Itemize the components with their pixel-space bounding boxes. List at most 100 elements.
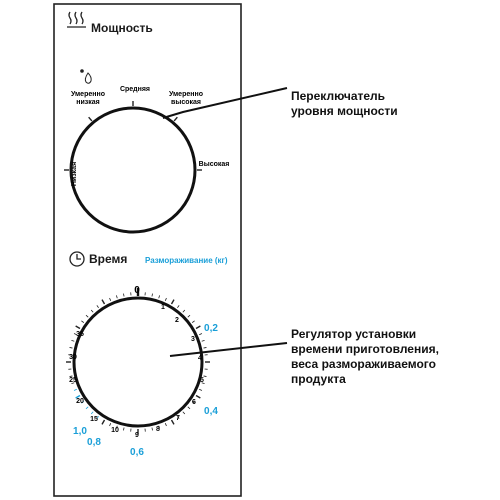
timer-scale-tick bbox=[81, 401, 85, 404]
minute-label-15: 15 bbox=[90, 416, 98, 423]
timer-scale-tick bbox=[201, 339, 205, 342]
defrost-label-0-8: 0,8 bbox=[87, 437, 101, 448]
timer-scale-tick bbox=[71, 382, 75, 385]
defrost-label-1-0: 1,0 bbox=[73, 426, 87, 437]
timer-scale-tick bbox=[151, 427, 153, 431]
timer-scale-tick bbox=[195, 325, 201, 330]
minute-label-8: 8 bbox=[156, 426, 160, 433]
timer-scale-tick bbox=[69, 375, 73, 377]
minute-label-9: 9 bbox=[135, 432, 139, 439]
timer-scale-tick bbox=[170, 299, 175, 305]
power-position-mark bbox=[88, 116, 93, 122]
timer-scale-tick bbox=[177, 415, 180, 419]
power-level-moderately-low-line2: низкая bbox=[76, 99, 100, 106]
minute-label-4: 4 bbox=[198, 355, 202, 362]
minute-label-5: 5 bbox=[200, 377, 204, 384]
timer-scale-tick bbox=[101, 299, 106, 305]
timer-scale-tick bbox=[123, 293, 125, 297]
timer-scale bbox=[66, 288, 210, 434]
panel-outline bbox=[53, 3, 242, 497]
steam-waves-icon bbox=[67, 11, 86, 28]
minute-label-7: 7 bbox=[176, 415, 180, 422]
timer-scale-tick bbox=[158, 295, 161, 299]
timer-scale-tick bbox=[164, 297, 167, 301]
timer-callout-line2: времени приготовления, bbox=[291, 342, 439, 356]
timer-scale-tick bbox=[69, 347, 73, 349]
timer-scale-tick bbox=[203, 375, 207, 377]
minute-label-20: 20 bbox=[76, 398, 84, 405]
minute-label-35: 35 bbox=[76, 331, 84, 338]
timer-scale-tick bbox=[191, 401, 195, 404]
minute-label-1: 1 bbox=[161, 304, 165, 311]
timer-scale-tick bbox=[164, 423, 167, 427]
timer-scale-tick bbox=[203, 347, 207, 349]
minute-label-0: 0 bbox=[134, 285, 140, 296]
timer-callout-line1: Регулятор установки bbox=[291, 327, 417, 341]
timer-scale-tick bbox=[75, 394, 81, 399]
timer-scale-tick bbox=[195, 394, 201, 399]
timer-scale-tick bbox=[115, 425, 118, 429]
timer-callout-line3: веса размораживаемого bbox=[291, 357, 436, 371]
timer-scale-tick bbox=[81, 320, 85, 323]
timer-scale-tick bbox=[85, 314, 89, 318]
power-level-high: Высокая bbox=[199, 161, 230, 168]
defrost-label-0-6: 0,6 bbox=[130, 447, 144, 458]
defrost-label-0-4: 0,4 bbox=[204, 406, 218, 417]
droplet-icon bbox=[80, 69, 92, 84]
power-callout-line2: уровня мощности bbox=[291, 104, 398, 118]
timer-scale-tick bbox=[182, 411, 186, 415]
power-callout-line bbox=[162, 87, 288, 119]
timer-scale-tick bbox=[187, 406, 191, 410]
clock-icon bbox=[69, 251, 85, 267]
timer-scale-tick bbox=[96, 305, 99, 309]
minute-label-30: 30 bbox=[69, 354, 77, 361]
timer-scale-tick bbox=[170, 419, 175, 425]
power-level-low: Низкая bbox=[71, 162, 78, 186]
power-callout-line1: Переключатель bbox=[291, 89, 386, 103]
timer-scale-tick bbox=[151, 293, 153, 297]
timer-scale-tick bbox=[158, 425, 161, 429]
timer-scale-tick bbox=[177, 305, 180, 309]
power-knob[interactable] bbox=[69, 106, 197, 234]
minute-label-2: 2 bbox=[175, 317, 179, 324]
timer-scale-tick bbox=[73, 333, 77, 336]
power-heading: Мощность bbox=[91, 21, 153, 35]
minute-label-10: 10 bbox=[111, 427, 119, 434]
timer-callout-text: Регулятор установки времени приготовлени… bbox=[291, 327, 439, 387]
power-level-moderately-high-line1: Умеренно bbox=[169, 91, 203, 98]
timer-callout-line4: продукта bbox=[291, 372, 346, 386]
timer-scale-tick bbox=[115, 295, 118, 299]
timer-scale-tick bbox=[90, 411, 94, 415]
time-heading: Время bbox=[89, 252, 127, 266]
timer-scale-tick bbox=[109, 297, 112, 301]
timer-scale-tick bbox=[187, 314, 191, 318]
power-level-medium: Средняя bbox=[120, 86, 150, 93]
timer-scale-tick bbox=[90, 309, 94, 313]
power-level-moderately-high-line2: высокая bbox=[171, 99, 201, 106]
timer-scale-tick bbox=[96, 415, 99, 419]
power-knob-ticks bbox=[64, 101, 202, 171]
timer-knob[interactable] bbox=[72, 296, 204, 428]
timer-scale-tick bbox=[191, 320, 195, 323]
minute-label-25: 25 bbox=[69, 377, 77, 384]
timer-scale-tick bbox=[123, 427, 125, 431]
defrost-heading: Размораживание (кг) bbox=[145, 256, 228, 265]
timer-scale-tick bbox=[199, 333, 203, 336]
timer-scale-tick bbox=[101, 419, 106, 425]
power-level-moderately-low-line1: Умеренно bbox=[71, 91, 105, 98]
minute-label-6: 6 bbox=[192, 399, 196, 406]
timer-scale-tick bbox=[109, 423, 112, 427]
minute-label-3: 3 bbox=[191, 336, 195, 343]
timer-scale-tick bbox=[199, 388, 203, 391]
timer-scale-tick bbox=[75, 325, 81, 330]
power-callout-text: Переключатель уровня мощности bbox=[291, 89, 398, 119]
timer-scale-tick bbox=[73, 388, 77, 391]
defrost-label-0-2: 0,2 bbox=[204, 323, 218, 334]
timer-scale-tick bbox=[71, 339, 75, 342]
power-position-mark bbox=[173, 116, 178, 122]
timer-scale-tick bbox=[182, 309, 186, 313]
timer-callout-line bbox=[169, 342, 288, 357]
timer-scale-tick bbox=[85, 406, 89, 410]
timer-scale-tick bbox=[201, 382, 205, 385]
